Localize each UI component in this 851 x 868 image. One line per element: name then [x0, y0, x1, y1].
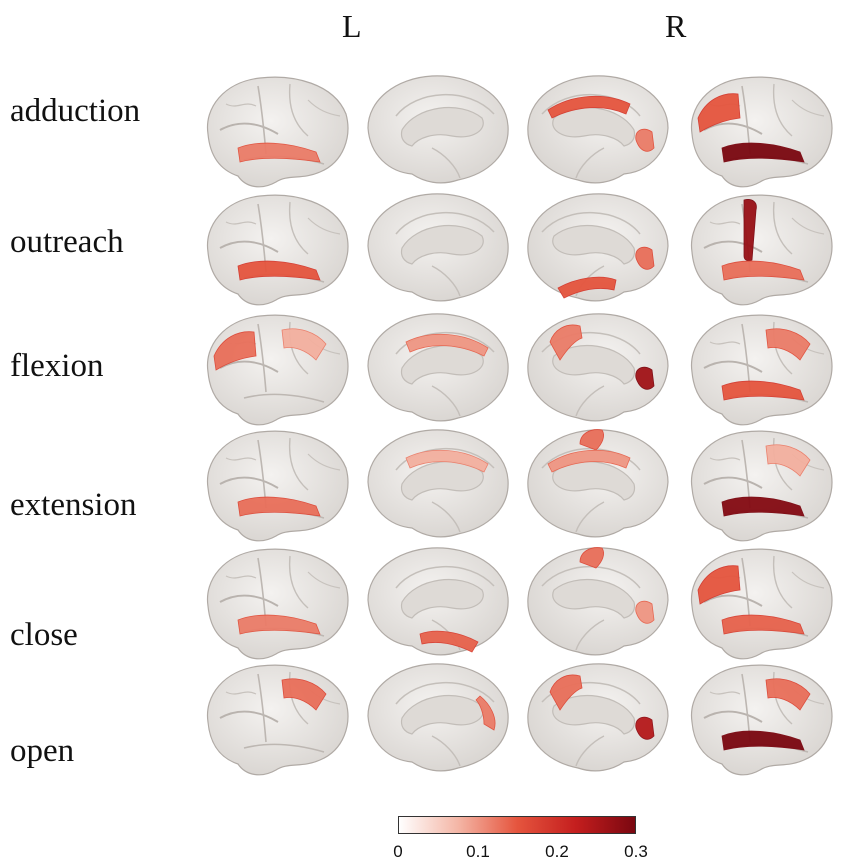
activation-patch: [579, 547, 604, 569]
activation-patch: [475, 695, 496, 731]
activation-patch: [281, 328, 327, 361]
brain-l-medial: [360, 70, 514, 192]
activation-patch: [635, 716, 655, 740]
row-label-flexion: flexion: [10, 348, 104, 384]
brain-l-lateral: [198, 70, 352, 192]
activation-patch: [405, 449, 489, 473]
brain-r-lateral: [682, 658, 836, 780]
activation-patch: [765, 678, 811, 711]
brain-l-medial: [360, 658, 514, 780]
column-header-right: R: [665, 8, 687, 44]
brain-r-medial: [522, 424, 676, 546]
activation-patch: [237, 614, 321, 635]
colorbar-tick: 0: [393, 842, 403, 861]
activation-patch: [721, 142, 805, 163]
brain-r-lateral: [682, 542, 836, 664]
activation-patch: [635, 128, 655, 152]
activation-patch: [237, 260, 321, 281]
brain-l-lateral: [198, 542, 352, 664]
brain-l-medial: [360, 188, 514, 310]
brain-r-medial: [522, 542, 676, 664]
brain-r-lateral: [682, 70, 836, 192]
brain-r-lateral: [682, 424, 836, 546]
activation-patch: [697, 565, 741, 605]
row-label-open: open: [10, 733, 75, 769]
activation-patch: [635, 246, 655, 270]
activation-patch: [765, 444, 811, 477]
activation-patch: [721, 730, 805, 751]
activation-patch: [405, 333, 489, 357]
brain-l-medial: [360, 424, 514, 546]
brain-l-lateral: [198, 658, 352, 780]
activation-patch: [721, 614, 805, 635]
activation-patch: [557, 276, 617, 299]
activation-patch: [237, 496, 321, 517]
activation-patch: [721, 260, 805, 281]
activation-patch: [635, 366, 655, 390]
row-label-adduction: adduction: [10, 93, 141, 129]
activation-patch: [549, 674, 583, 711]
brain-r-medial: [522, 70, 676, 192]
activation-patch: [281, 678, 327, 711]
colorbar-tick: 0.3: [624, 842, 648, 861]
row-label-extension: extension: [10, 487, 137, 523]
activation-patch: [765, 328, 811, 361]
activation-patch: [721, 496, 805, 517]
row-label-outreach: outreach: [10, 224, 124, 260]
colorbar-tick: 0.1: [466, 842, 490, 861]
activation-patch: [635, 600, 655, 624]
activation-patch: [547, 95, 631, 119]
colorbar-tick: 0.2: [545, 842, 569, 861]
activation-patch: [237, 142, 321, 163]
activation-patch: [743, 199, 757, 262]
activation-patch: [697, 93, 741, 133]
brain-l-lateral: [198, 188, 352, 310]
activation-patch: [549, 324, 583, 361]
activation-patch: [721, 380, 805, 401]
brain-r-medial: [522, 308, 676, 430]
column-header-left: L: [342, 8, 362, 44]
brain-r-lateral: [682, 188, 836, 310]
activation-patch: [547, 449, 631, 473]
activation-patch: [213, 331, 257, 371]
activation-patch: [419, 630, 479, 653]
brain-l-lateral: [198, 308, 352, 430]
brain-l-medial: [360, 542, 514, 664]
brain-l-lateral: [198, 424, 352, 546]
row-label-close: close: [10, 617, 78, 653]
brain-l-medial: [360, 308, 514, 430]
colorbar: [398, 816, 636, 834]
activation-patch: [579, 429, 604, 451]
brain-r-lateral: [682, 308, 836, 430]
brain-r-medial: [522, 188, 676, 310]
brain-r-medial: [522, 658, 676, 780]
